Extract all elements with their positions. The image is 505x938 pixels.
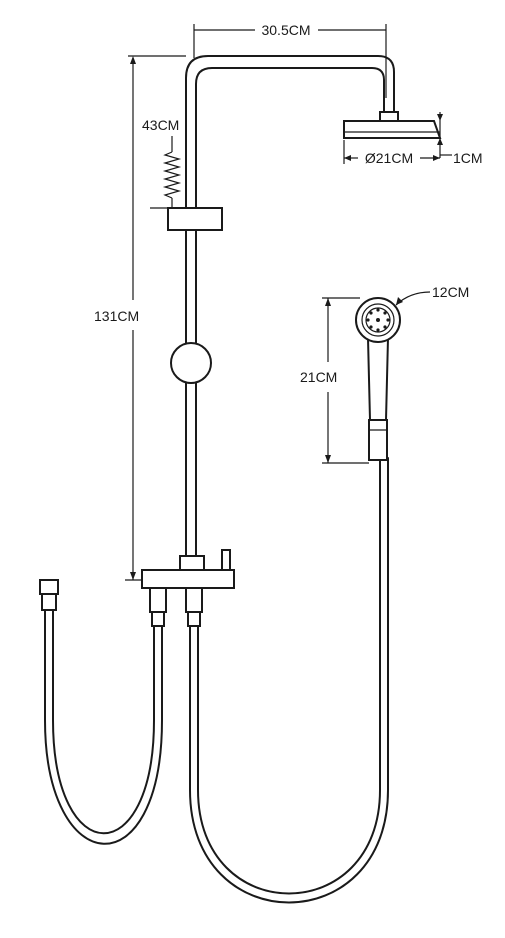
hand-shower-hose xyxy=(189,457,389,904)
riser-height-dimension: 131CM xyxy=(94,55,186,581)
sliding-bracket xyxy=(167,207,223,231)
mixer-valve xyxy=(141,549,235,627)
arm-width-label: 30.5CM xyxy=(261,22,310,38)
hand-shower xyxy=(355,297,401,461)
riser-height-label: 131CM xyxy=(94,308,139,324)
shower-riser xyxy=(185,55,395,571)
head-diameter-dimension: Ø21CM xyxy=(343,140,440,166)
rain-shower-head xyxy=(343,111,442,139)
spring-length-label: 43CM xyxy=(142,117,179,133)
hand-shower-length-dimension: 21CM xyxy=(300,297,369,464)
spring-dimension: 43CM xyxy=(142,117,182,209)
head-thickness-label: 1CM xyxy=(453,150,483,166)
arm-width-dimension: 30.5CM xyxy=(193,22,387,98)
hand-head-diameter-label: 12CM xyxy=(432,284,469,300)
head-thickness-dimension: 1CM xyxy=(437,112,483,166)
spray-nozzles xyxy=(366,308,390,332)
inlet-hose xyxy=(39,579,163,845)
hand-shower-length-label: 21CM xyxy=(300,369,337,385)
ball-joint xyxy=(170,342,212,384)
hand-head-diameter-dimension: 12CM xyxy=(395,284,469,306)
head-diameter-label: Ø21CM xyxy=(365,150,413,166)
